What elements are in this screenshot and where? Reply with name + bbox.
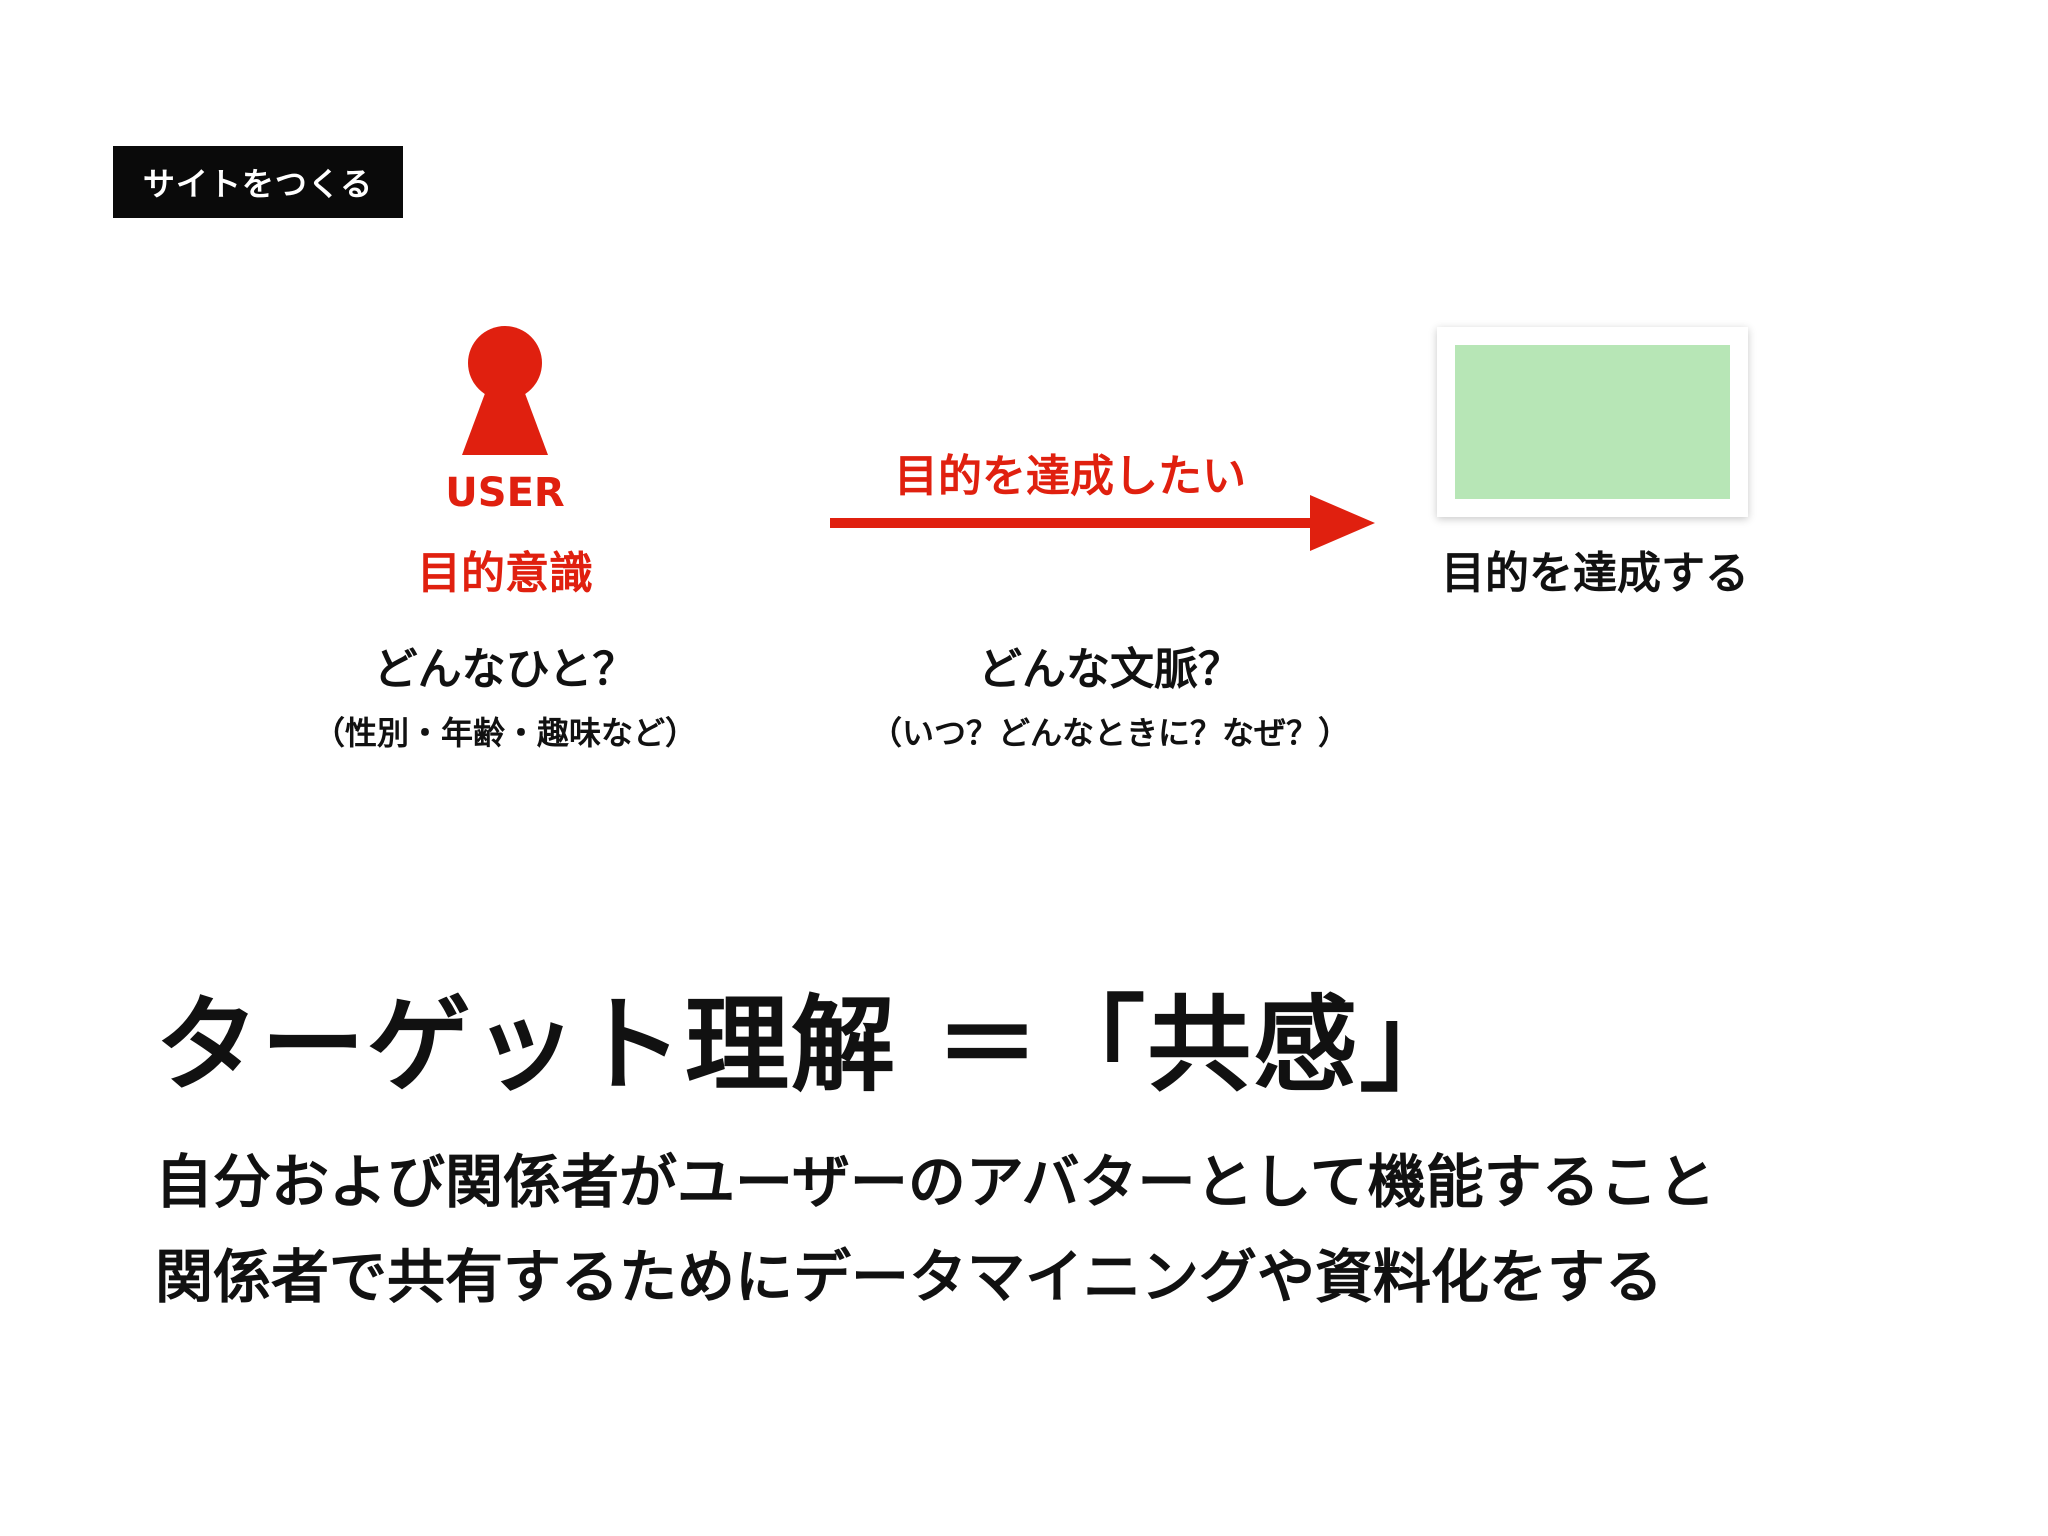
goal-label: 目的を達成する xyxy=(1441,548,1749,599)
user-purpose-label: 目的意識 xyxy=(417,548,593,599)
headline: ターゲット理解 ＝「共感」 xyxy=(155,984,1466,1106)
user-question: どんなひと？ xyxy=(373,644,637,695)
body-line-2: 関係者で共有するためにデータマイニングや資料化をする xyxy=(155,1243,1664,1311)
right-arrow-icon xyxy=(830,495,1375,551)
body-line-1: 自分および関係者がユーザーのアバターとして機能すること xyxy=(155,1148,1716,1216)
user-label: USER xyxy=(445,470,565,516)
user-icon xyxy=(462,326,548,455)
goal-screen xyxy=(1437,327,1748,517)
section-tag: サイトをつくる xyxy=(113,146,403,218)
goal-screen-fill xyxy=(1455,345,1730,499)
context-question-detail: （いつ？どんなときに？なぜ？） xyxy=(869,714,1350,752)
user-question-detail: （性別・年齢・趣味など） xyxy=(312,714,697,752)
arrow-caption: 目的を達成したい xyxy=(894,451,1246,502)
context-question: どんな文脈？ xyxy=(978,644,1242,695)
